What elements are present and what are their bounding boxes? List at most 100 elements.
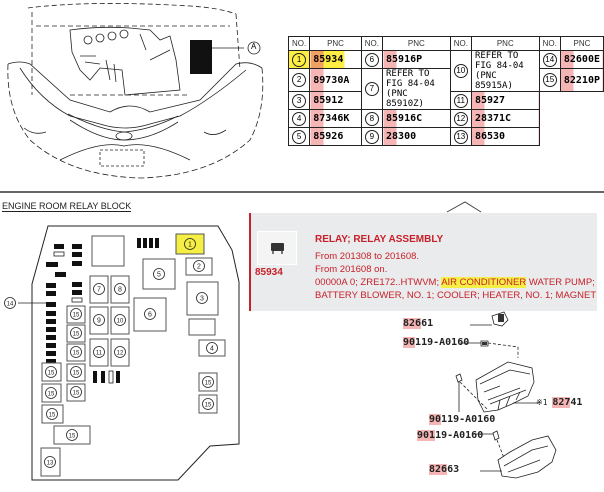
popup-line-4: BATTERY BLOWER, NO. 1; COOLER; HEATER, N…	[315, 290, 597, 301]
pnc-82600E[interactable]: 82600E	[559, 50, 604, 69]
relay-slot-15-label[interactable]: 15	[48, 371, 55, 377]
relay-slot-9-circle	[93, 314, 105, 326]
part-label-90119-A0160[interactable]: 90119-A0160	[403, 337, 470, 348]
part-label-90119-A0160[interactable]: 90119-A0160	[417, 430, 484, 441]
col-header-pnc: PNC	[559, 36, 604, 51]
pnc-85927[interactable]: 85927	[470, 91, 540, 110]
table-header-row: NO. PNC NO. PNC NO. PNC NO. PNC	[287, 36, 604, 51]
col-header-no: NO.	[538, 36, 561, 51]
relay-slot-6-label[interactable]: 6	[148, 312, 152, 319]
pnc-85916P[interactable]: 85916P	[382, 50, 451, 69]
relay-slot-15-label[interactable]: 15	[205, 381, 212, 387]
relay-slot-15-circle	[202, 398, 214, 410]
row-no-12: 12	[449, 109, 472, 128]
relay-slot-14-circle	[4, 297, 16, 309]
relay-slot-15-label[interactable]: 15	[73, 313, 80, 319]
pnc-85916C[interactable]: 85916C	[382, 109, 451, 128]
chevron-up-icon	[446, 201, 482, 213]
relay-slot-3-circle	[196, 292, 208, 304]
row-no-2: 2	[287, 68, 311, 92]
pnc-28371C[interactable]: 28371C	[470, 109, 540, 128]
section-divider	[0, 191, 604, 193]
relay-slot-2-circle	[193, 260, 205, 272]
relay-slot-15-label[interactable]: 15	[73, 391, 80, 397]
row-no-11: 11	[449, 91, 472, 110]
relay-slot-15-label[interactable]: 15	[73, 332, 80, 338]
part-label-90119-A0160[interactable]: 90119-A0160	[429, 414, 496, 425]
search-highlight: AIR CONDITIONER	[441, 277, 527, 288]
relay-slot-15-circle	[70, 308, 82, 320]
table-row: 2 89730A 7 REFER TO FIG 84-04 (PNC 85910…	[287, 68, 604, 110]
car-front-diagram	[7, 3, 264, 179]
relay-slot-2-label[interactable]: 2	[197, 264, 201, 271]
part-label-82741[interactable]: ※1 82741	[536, 397, 583, 408]
relay-slot-15-circle	[46, 408, 58, 420]
pnc-89730A[interactable]: 89730A	[309, 68, 362, 92]
relay-slot-14-label[interactable]: 14	[7, 302, 14, 308]
col-header-no: NO.	[360, 36, 384, 51]
section-title: ENGINE ROOM RELAY BLOCK	[2, 201, 132, 212]
row-no-4: 4	[287, 109, 311, 128]
row-no-14: 14	[538, 50, 561, 69]
popup-line-2: From 201608 on.	[315, 264, 388, 275]
col-header-pnc: PNC	[470, 36, 540, 51]
relay-slot-11-label[interactable]: 11	[96, 351, 103, 357]
popup-part-number[interactable]: 85934	[255, 267, 283, 278]
relay-slot-7-label[interactable]: 7	[97, 287, 101, 294]
row-no-7: 7	[360, 68, 384, 110]
relay-slot-15-circle	[202, 376, 214, 388]
relay-slot-15-circle	[45, 366, 57, 378]
relay-slot-15-label[interactable]: 15	[48, 392, 55, 398]
relay-slot-1-circle	[184, 238, 196, 250]
popup-line-1: From 201308 to 201608.	[315, 251, 420, 262]
pnc-86530[interactable]: 86530	[470, 127, 540, 146]
part-label-82661[interactable]: 82661	[403, 318, 434, 329]
relay-slot-15-label[interactable]: 15	[205, 403, 212, 409]
relay-slot-15-circle	[45, 387, 57, 399]
relay-slot-15-circle	[70, 366, 82, 378]
relay-slot-15-circle	[70, 386, 82, 398]
col-header-no: NO.	[449, 36, 472, 51]
relay-slot-15-circle	[66, 429, 78, 441]
relay-slot-13-circle	[44, 456, 56, 468]
part-label-82663[interactable]: 82663	[429, 464, 460, 475]
pnc-82210P[interactable]: 82210P	[559, 68, 604, 92]
relay-slot-7-circle	[93, 283, 105, 295]
row-no-5: 5	[287, 127, 311, 146]
table-row: 4 87346K 8 85916C 12 28371C	[287, 109, 604, 128]
pnc-85934[interactable]: 85934	[309, 50, 362, 69]
relay-slot-15-circle	[70, 327, 82, 339]
part-info-popup[interactable]: 85934 RELAY; RELAY ASSEMBLY From 201308 …	[249, 213, 597, 311]
popup-title: RELAY; RELAY ASSEMBLY	[315, 234, 444, 245]
relay-slot-10-label[interactable]: 10	[117, 319, 124, 325]
relay-slot-9-label[interactable]: 9	[97, 318, 101, 325]
col-header-no: NO.	[287, 36, 311, 51]
part-thumbnail[interactable]	[257, 231, 297, 265]
relay-slot-12-circle	[114, 346, 126, 358]
table-row: 5 85926 9 28300 13 86530	[287, 127, 604, 146]
relay-slot-1-label[interactable]: 1	[188, 242, 192, 249]
row-no-8: 8	[360, 109, 384, 128]
col-header-pnc: PNC	[309, 36, 362, 51]
relay-slot-15-circle	[70, 346, 82, 358]
pnc-table: NO. PNC NO. PNC NO. PNC NO. PNC 1 85934 …	[287, 36, 604, 146]
relay-slot-8-label[interactable]: 8	[118, 287, 122, 294]
row-no-3: 3	[287, 91, 311, 110]
relay-slot-15-label[interactable]: 15	[73, 371, 80, 377]
pnc-85912[interactable]: 85912	[309, 91, 362, 110]
relay-slot-15-label[interactable]: 15	[49, 413, 56, 419]
pnc-87346K[interactable]: 87346K	[309, 109, 362, 128]
relay-slot-15-label[interactable]: 15	[69, 434, 76, 440]
row-no-9: 9	[360, 127, 384, 146]
relay-slot-12-label[interactable]: 12	[117, 351, 124, 357]
relay-slot-15-label[interactable]: 15	[73, 351, 80, 357]
relay-slot-5-label[interactable]: 5	[157, 272, 161, 279]
relay-slot-3-label[interactable]: 3	[200, 296, 204, 303]
relay-slot-13-label[interactable]: 13	[47, 461, 54, 467]
pnc-85926[interactable]: 85926	[309, 127, 362, 146]
row-no-10: 10	[449, 50, 472, 92]
pnc-28300[interactable]: 28300	[382, 127, 451, 146]
table-row: 1 85934 6 85916P 10 REFER TO FIG 84-04 (…	[287, 50, 604, 92]
relay-slot-4-label[interactable]: 4	[210, 346, 214, 353]
